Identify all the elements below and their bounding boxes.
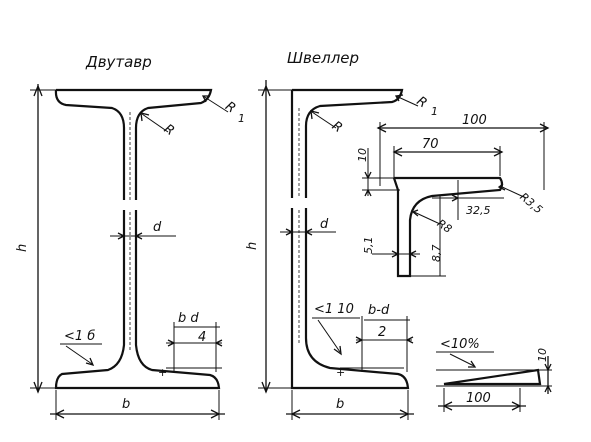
slope-label: <10% xyxy=(440,337,480,352)
detail-dim-32-5: 32,5 xyxy=(466,204,491,217)
ibeam-radius-web: R xyxy=(161,122,177,139)
detail-profile xyxy=(392,176,504,278)
slope-detail: <10% 10 100 xyxy=(436,337,552,412)
slope-height: 10 xyxy=(536,348,549,362)
detail-dim-5-1: 5,1 xyxy=(362,237,375,255)
ibeam-title: Двутавр xyxy=(85,53,152,71)
detail-dim-10: 10 xyxy=(356,148,369,162)
ibeam-web-thickness: d xyxy=(153,220,162,235)
channel-height-label: h xyxy=(245,242,260,250)
ibeam-lower-web xyxy=(54,210,221,390)
channel-web-thickness: d xyxy=(320,217,329,232)
channel-title: Швеллер xyxy=(287,49,359,67)
channel-flange-ratio-num: b-d xyxy=(368,303,390,318)
svg-text:1: 1 xyxy=(238,112,245,125)
detail-radius-3-5: R3,5 xyxy=(517,190,545,216)
ibeam-flange-ratio-den: 4 xyxy=(198,330,206,345)
slope-wedge xyxy=(443,368,542,386)
detail-radius-8: R8 xyxy=(435,217,454,236)
flange-detail: 100 70 10 32,5 R3,5 R8 5,1 xyxy=(356,113,550,278)
svg-text:1: 1 xyxy=(431,105,438,118)
ibeam-radius-flange: R xyxy=(222,99,238,116)
detail-dim-8-7: 8,7 xyxy=(430,245,443,263)
slope-width: 100 xyxy=(466,391,491,406)
ibeam-width-label: b xyxy=(122,397,130,412)
ibeam-figure: Двутавр h R 1 R d <1 б b d xyxy=(15,53,245,420)
detail-dim-70: 70 xyxy=(422,137,439,152)
svg-text:+: + xyxy=(336,366,345,379)
channel-flange-ratio-den: 2 xyxy=(378,325,386,340)
ibeam-height-label: h xyxy=(15,244,30,252)
channel-lower-web xyxy=(290,208,410,390)
channel-radius-flange: R xyxy=(414,94,430,111)
svg-text:+: + xyxy=(158,366,167,379)
channel-width-label: b xyxy=(336,397,344,412)
channel-radius-web: R xyxy=(329,119,345,136)
detail-dim-100: 100 xyxy=(462,113,487,128)
ibeam-flange-ratio-num: b d xyxy=(178,311,199,326)
ibeam-slope-label: <1 б xyxy=(64,329,95,344)
ibeam-top-flange xyxy=(54,88,213,200)
channel-top-flange xyxy=(290,88,404,198)
channel-figure: Швеллер h R 1 R d <1 10 b-d xyxy=(245,49,438,420)
channel-slope-label: <1 10 xyxy=(314,302,354,317)
